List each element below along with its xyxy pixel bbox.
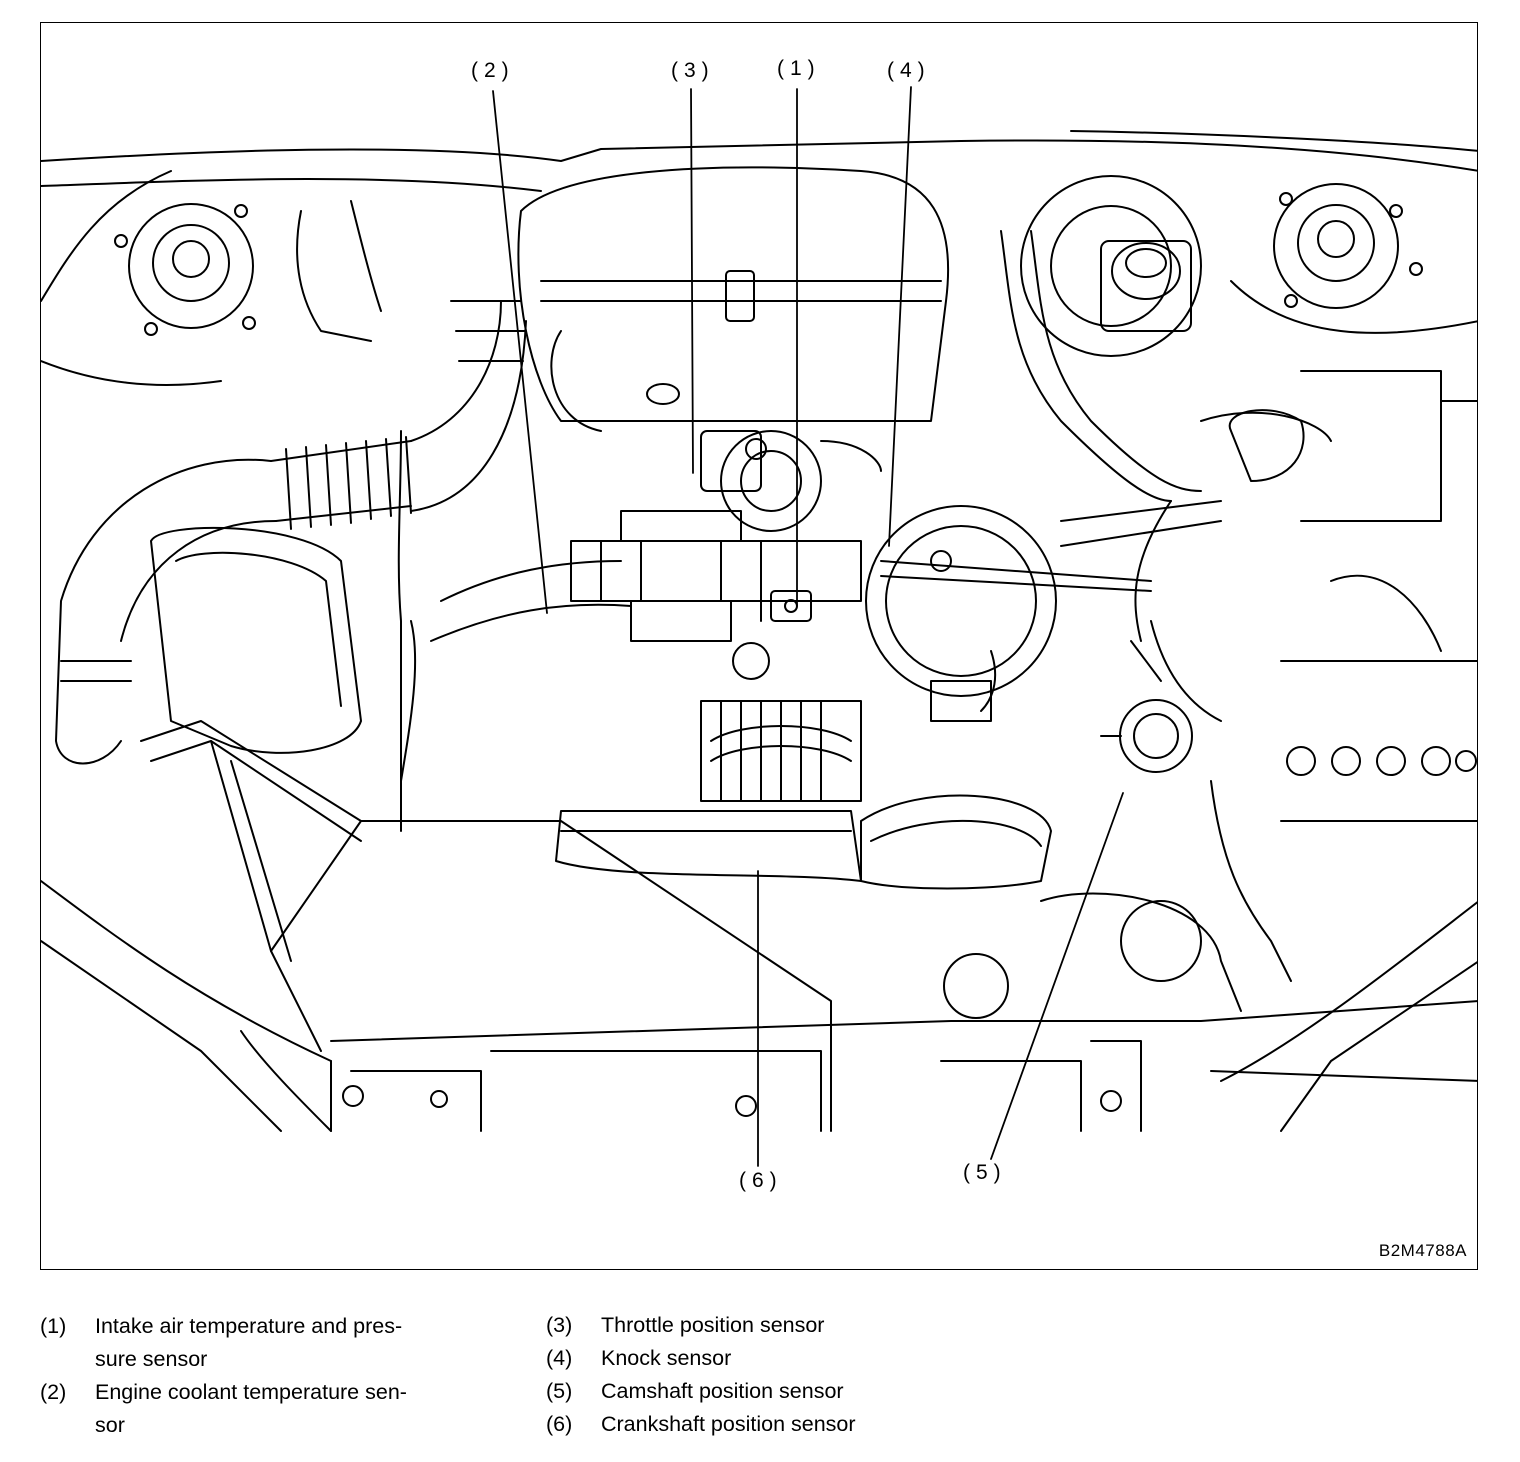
hoses [1000, 230, 1332, 722]
brake-booster [1020, 175, 1202, 357]
air-cleaner [140, 526, 832, 1132]
diagram-frame: (1) (2) (3) (4) (5) (6) B2M4788A [40, 22, 1478, 1270]
knock-sensor-area [865, 505, 1152, 722]
callout-6: (6) [739, 1169, 783, 1192]
legend-text: Camshaft position sensor [601, 1379, 844, 1403]
legend-text: Knock sensor [601, 1346, 732, 1370]
callout-2: (2) [471, 59, 515, 82]
legend-item-1: (1) Intake air temperature and pres-sure… [40, 1310, 500, 1380]
leader-lines [492, 86, 1124, 1167]
intake-duct [55, 300, 527, 765]
legend-number: (6) [546, 1412, 573, 1436]
callout-3: (3) [671, 59, 715, 82]
wiring-harness [296, 200, 1477, 1082]
legend-text: Throttle position sensor [601, 1313, 825, 1337]
legend-item-2: (2) Engine coolant temperature sen-sor [40, 1376, 500, 1446]
radiator-caps [943, 699, 1242, 1019]
timing-cover [555, 794, 1052, 890]
legend-number: (1) [40, 1314, 67, 1338]
callout-4: (4) [887, 59, 931, 82]
legend-number: (5) [546, 1379, 573, 1403]
right-strut-tower [1230, 183, 1477, 334]
intake-manifold [517, 166, 950, 432]
legend-item-6: (6) Crankshaft position sensor [546, 1408, 1006, 1442]
radiator-support [41, 880, 1477, 1132]
fuel-rail [430, 510, 862, 642]
coolant-reservoir [1228, 370, 1477, 822]
legend-text: Intake air temperature and pres-sure sen… [95, 1314, 403, 1371]
left-strut-tower [41, 170, 256, 386]
legend-number: (2) [40, 1380, 67, 1404]
legend-number: (3) [546, 1313, 573, 1337]
legend-text: Crankshaft position sensor [601, 1412, 856, 1436]
engine-compartment-drawing [41, 86, 1477, 1167]
legend-item-3: (3) Throttle position sensor [546, 1309, 1006, 1343]
legend-item-4: (4) Knock sensor [546, 1342, 1006, 1376]
legend-number: (4) [546, 1346, 573, 1370]
figure-code: B2M4788A [1378, 1241, 1467, 1260]
callout-5: (5) [963, 1161, 1007, 1184]
legend-text: Engine coolant temperature sen-sor [95, 1380, 407, 1437]
alternator [700, 642, 862, 802]
legend-item-5: (5) Camshaft position sensor [546, 1375, 1006, 1409]
throttle-body [700, 430, 882, 622]
callout-1: (1) [777, 57, 821, 80]
